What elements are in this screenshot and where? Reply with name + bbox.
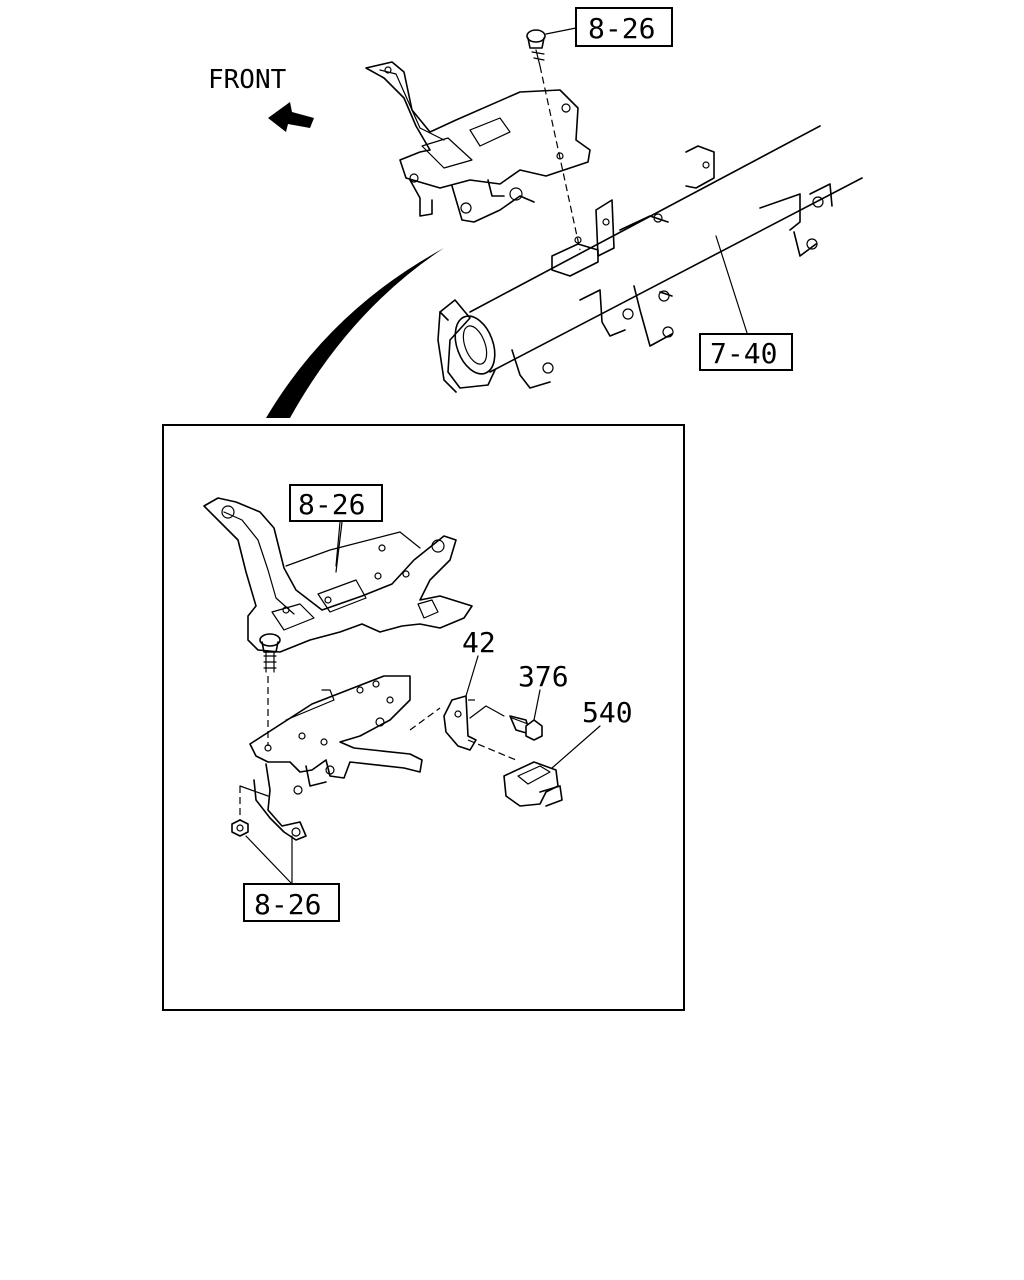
detail-mount-plate [239, 675, 423, 841]
callout-box-detail-nut [243, 883, 340, 922]
part-376-bolt [509, 689, 543, 741]
callout-top-bolt-ref: 8-26 [588, 12, 655, 45]
part-540-module [503, 725, 601, 807]
callout-detail-bracket-ref: 8-26 [298, 488, 365, 521]
part-number-42: 42 [462, 626, 496, 659]
detail-bracket [203, 497, 473, 653]
front-label: FRONT [208, 65, 287, 95]
part-number-540: 540 [582, 696, 633, 729]
crossmember-tube [437, 125, 863, 393]
callout-detail-nut-ref: 8-26 [254, 888, 321, 921]
upper-assembly: 8-26 7-40 [365, 7, 863, 393]
detail-view: 8-26 8-26 42 376 540 [162, 424, 685, 1011]
top-bolt [526, 27, 581, 251]
callout-box-top-bolt [575, 7, 673, 47]
callout-box-crossmember [699, 333, 793, 371]
callout-box-detail-bracket [289, 484, 383, 522]
detail-frame [162, 424, 685, 1011]
detail-bolt [259, 633, 281, 746]
detail-pointer-arc [266, 248, 444, 418]
detail-nut [231, 819, 249, 837]
upper-bracket [365, 61, 591, 223]
front-arrow-icon [268, 102, 314, 132]
part-42-bracket [409, 655, 517, 761]
callout-crossmember-ref: 7-40 [710, 337, 777, 370]
part-number-376: 376 [518, 660, 569, 693]
